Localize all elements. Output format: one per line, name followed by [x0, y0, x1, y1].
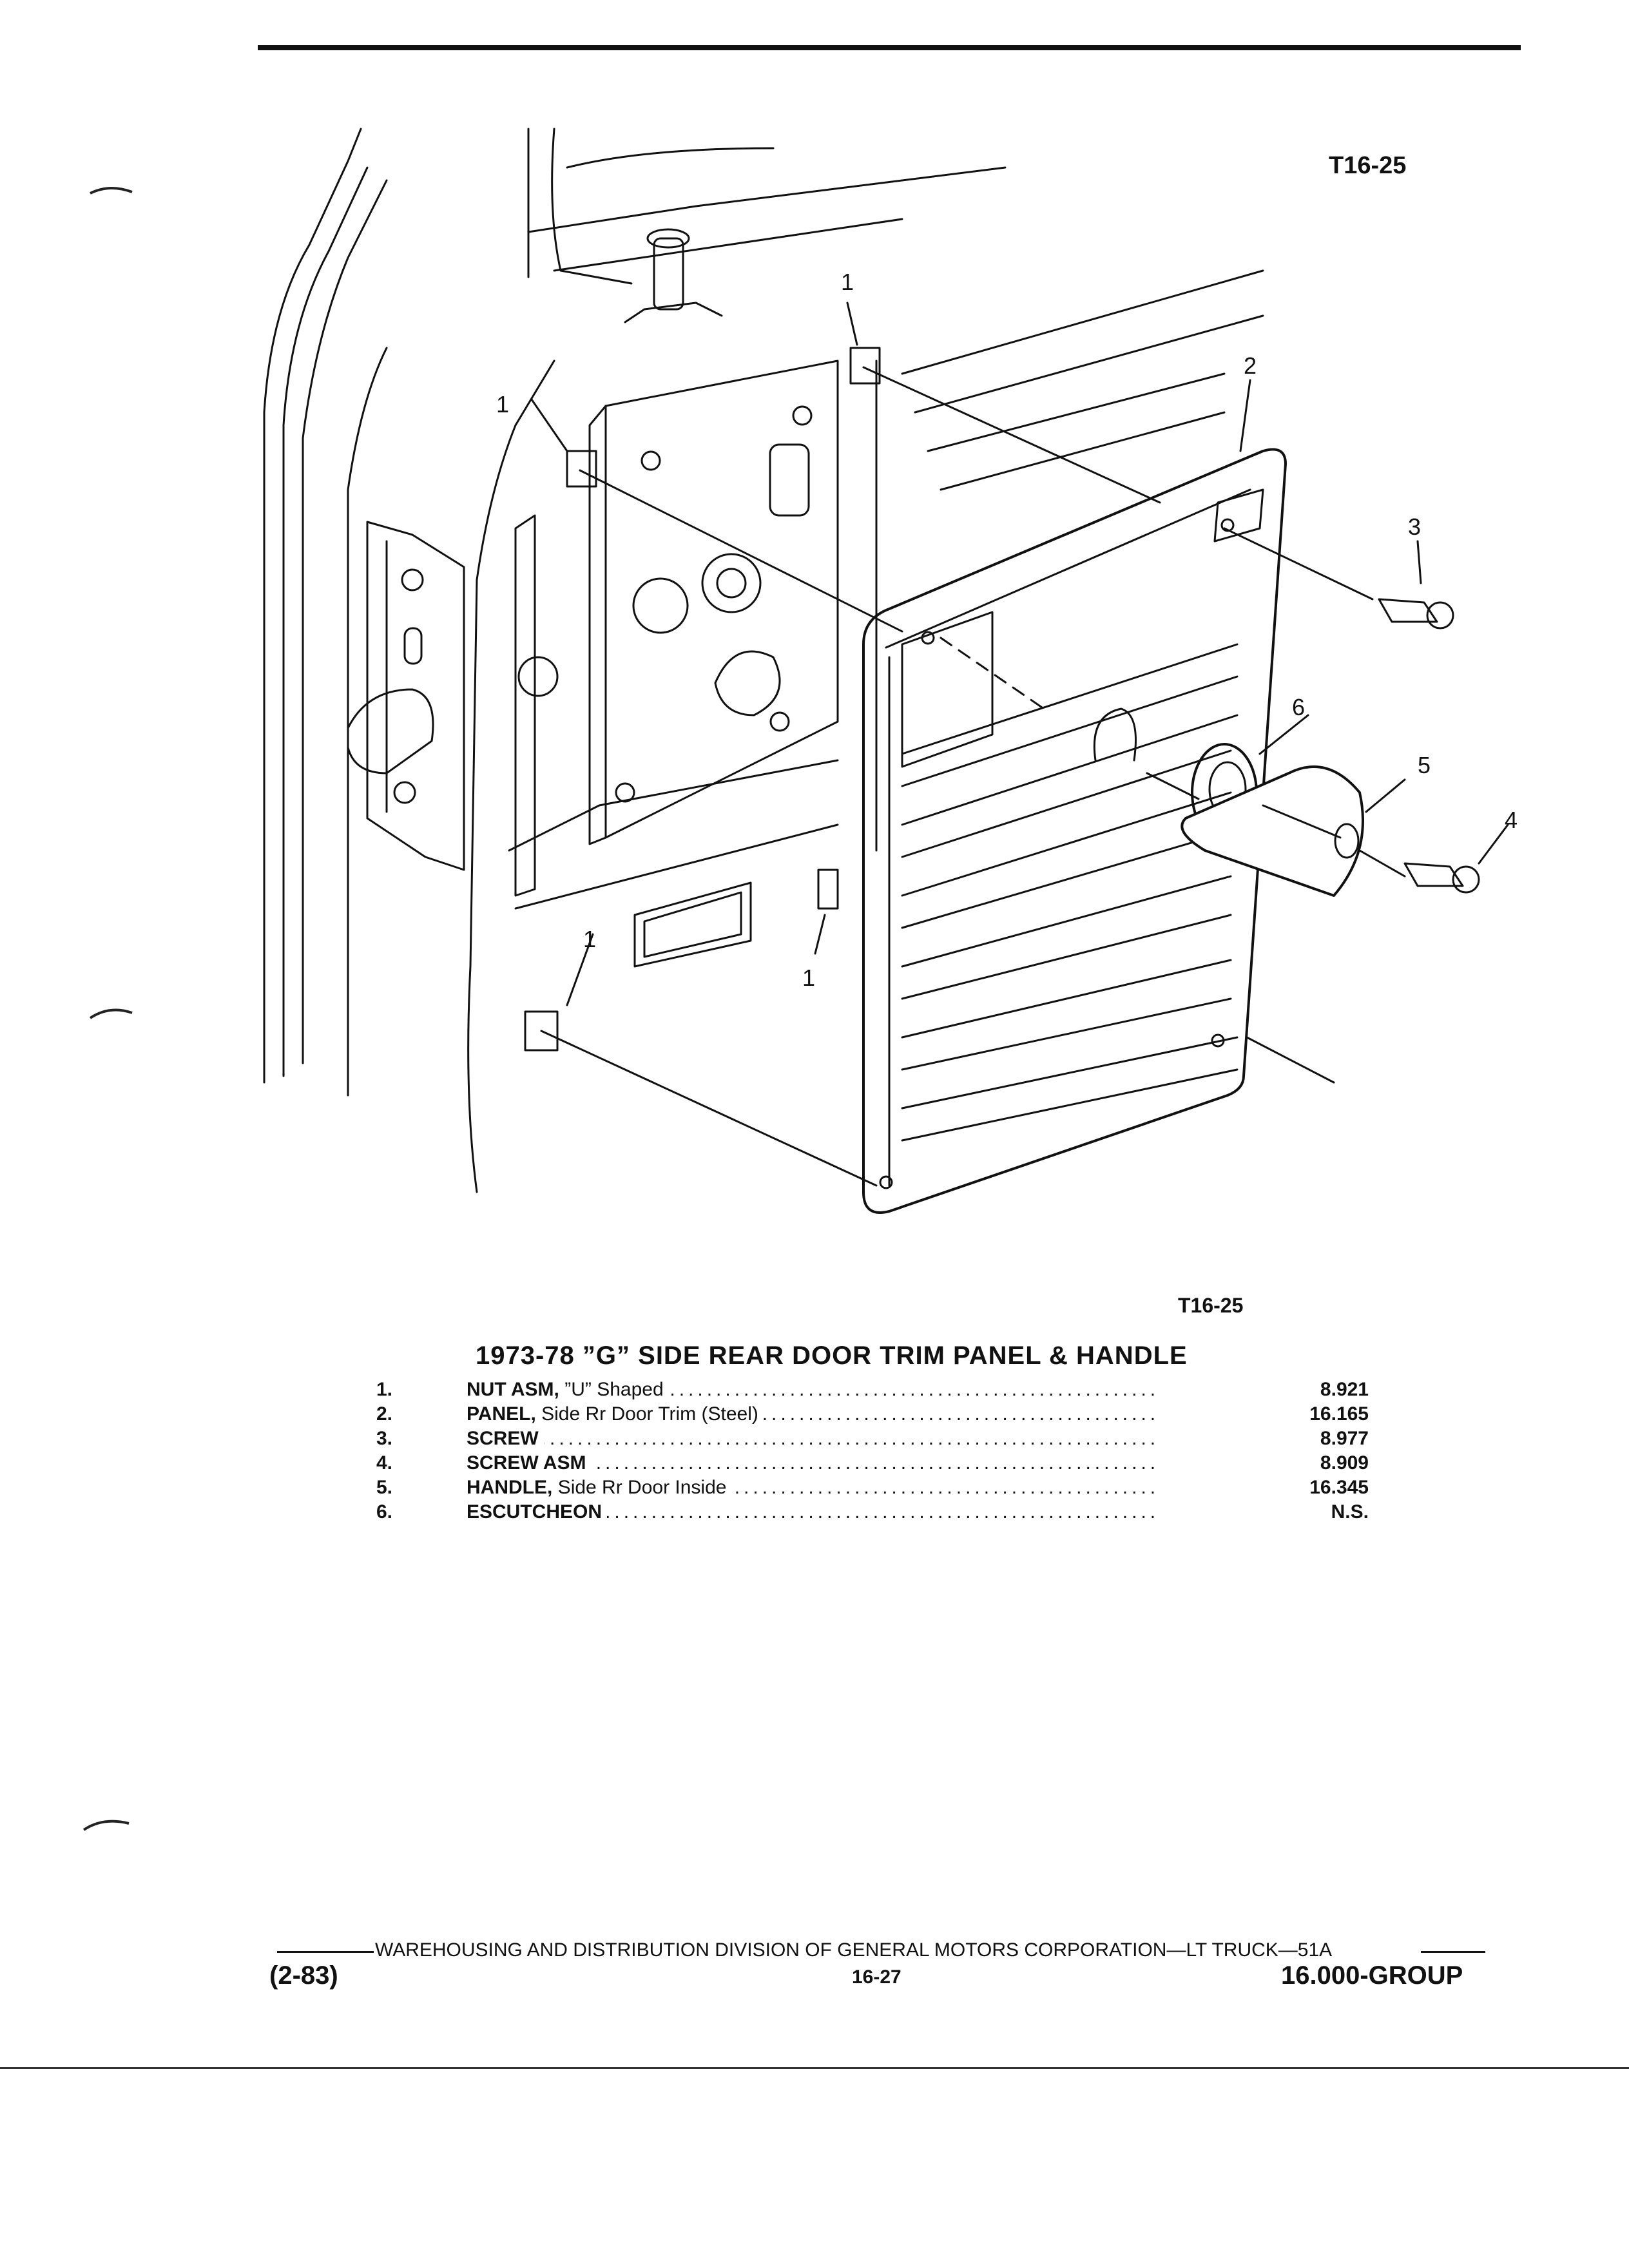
top-rule [258, 45, 1521, 50]
page-title: 1973-78 ”G” SIDE REAR DOOR TRIM PANEL & … [476, 1341, 1188, 1370]
part-number: 1. [376, 1379, 393, 1400]
callout-1-left: 1 [496, 391, 509, 418]
parts-row: 3. .....................................… [376, 1428, 1369, 1452]
footer-left-rule [277, 1951, 374, 1953]
callout-5: 5 [1418, 752, 1431, 778]
footer-division: WAREHOUSING AND DISTRIBUTION DIVISION OF… [375, 1939, 1333, 1961]
part-name: NUT ASM, ”U” Shaped [467, 1379, 669, 1401]
figure-id-top: T16-25 [1329, 152, 1407, 179]
callout-labels: 1 1 1 1 2 3 4 5 6 [496, 269, 1518, 991]
binder-marks [82, 186, 133, 1831]
parts-row: 4. .....................................… [376, 1452, 1369, 1477]
part-name: SCREW [467, 1428, 544, 1450]
footer-date: (2-83) [269, 1961, 338, 1990]
footer-page-number: 16-27 [852, 1966, 901, 1988]
group-number: 16.165 [1309, 1403, 1369, 1425]
callout-3: 3 [1408, 514, 1421, 540]
callout-1-top: 1 [841, 269, 854, 295]
parts-row: 6. .....................................… [376, 1501, 1369, 1526]
exploded-diagram: 1 1 1 1 2 3 4 5 6 [263, 128, 1518, 1214]
figure-id-bottom: T16-25 [1178, 1294, 1244, 1317]
parts-list: 1. .....................................… [376, 1379, 1369, 1526]
leader-dots: ........................................… [467, 1428, 1156, 1449]
group-number: 8.909 [1320, 1452, 1369, 1474]
part-number: 2. [376, 1403, 393, 1425]
group-number: N.S. [1331, 1501, 1369, 1523]
part-name: PANEL, Side Rr Door Trim (Steel) [467, 1403, 764, 1425]
footer-right-rule [1421, 1951, 1485, 1953]
callout-1-bottom: 1 [583, 926, 596, 952]
group-number: 8.977 [1320, 1428, 1369, 1449]
group-number: 8.921 [1320, 1379, 1369, 1400]
part-number: 5. [376, 1477, 393, 1498]
callout-6: 6 [1292, 694, 1305, 720]
callout-4: 4 [1505, 807, 1518, 833]
bottom-edge-line [0, 2067, 1629, 2069]
parts-row: 5. .....................................… [376, 1477, 1369, 1501]
part-name: ESCUTCHEON [467, 1501, 608, 1523]
parts-row: 2. .....................................… [376, 1403, 1369, 1428]
footer-group: 16.000-GROUP [1281, 1961, 1463, 1990]
part-name: SCREW ASM [467, 1452, 592, 1474]
parts-row: 1. .....................................… [376, 1379, 1369, 1403]
callout-1-mid: 1 [802, 965, 815, 991]
part-number: 4. [376, 1452, 393, 1474]
callout-2: 2 [1244, 352, 1257, 379]
group-number: 16.345 [1309, 1477, 1369, 1498]
part-name: HANDLE, Side Rr Door Inside [467, 1477, 732, 1499]
part-number: 3. [376, 1428, 393, 1449]
part-number: 6. [376, 1501, 393, 1523]
